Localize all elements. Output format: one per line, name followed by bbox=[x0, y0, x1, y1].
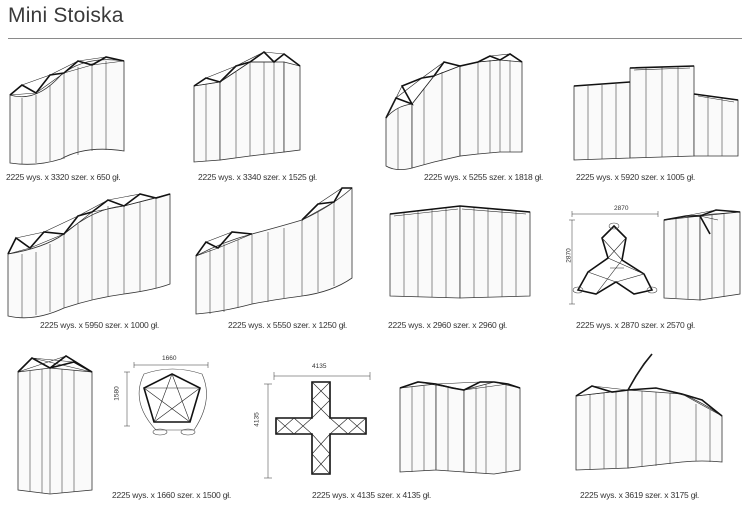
stand-caption-9: 2225 wys. x 1660 szer. x 1500 gł. bbox=[112, 490, 232, 500]
stand-illustration-2 bbox=[193, 50, 301, 163]
stand-illustration-8 bbox=[663, 209, 741, 301]
stand-illustration-7 bbox=[389, 205, 531, 299]
stand-caption-2: 2225 wys. x 3340 szer. x 1525 gł. bbox=[198, 172, 318, 182]
stand-caption-10: 2225 wys. x 4135 szer. x 4135 gł. bbox=[312, 490, 432, 500]
stand-illustration-9 bbox=[17, 355, 93, 495]
stand-illustration-3 bbox=[385, 53, 523, 170]
stand-caption-5: 2225 wys. x 5950 szer. x 1000 gł. bbox=[40, 320, 160, 330]
stand-illustration-6 bbox=[195, 187, 353, 315]
plan-view-4135 bbox=[264, 372, 371, 479]
stand-caption-6: 2225 wys. x 5550 szer. x 1250 gł. bbox=[228, 320, 348, 330]
stand-illustration-10 bbox=[399, 381, 521, 475]
dim-width-2870: 2870 bbox=[614, 205, 629, 212]
dim-height-4135: 4135 bbox=[253, 412, 261, 427]
stand-caption-3: 2225 wys. x 5255 szer. x 1818 gł. bbox=[424, 172, 544, 182]
dim-width-4135: 4135 bbox=[312, 363, 327, 370]
stand-caption-1: 2225 wys. x 3320 szer. x 650 gł. bbox=[6, 172, 121, 182]
dim-width-1660: 1660 bbox=[162, 355, 177, 362]
stand-illustration-11 bbox=[575, 353, 723, 471]
stand-illustration-1 bbox=[9, 56, 125, 165]
stand-caption-11: 2225 wys. x 3619 szer. x 3175 gł. bbox=[580, 490, 700, 500]
title-divider bbox=[8, 38, 742, 39]
stand-illustration-4 bbox=[573, 65, 739, 161]
plan-view-1660 bbox=[124, 362, 209, 436]
stand-caption-7: 2225 wys. x 2960 szer. x 2960 gł. bbox=[388, 320, 508, 330]
dim-height-1580: 1580 bbox=[113, 386, 121, 401]
page-title: Mini Stoiska bbox=[8, 4, 124, 27]
plan-view-2870 bbox=[569, 211, 659, 305]
stand-illustration-5 bbox=[7, 193, 171, 319]
stand-caption-8: 2225 wys. x 2870 szer. x 2570 gł. bbox=[576, 320, 696, 330]
stand-caption-4: 2225 wys. x 5920 szer. x 1005 gł. bbox=[576, 172, 696, 182]
